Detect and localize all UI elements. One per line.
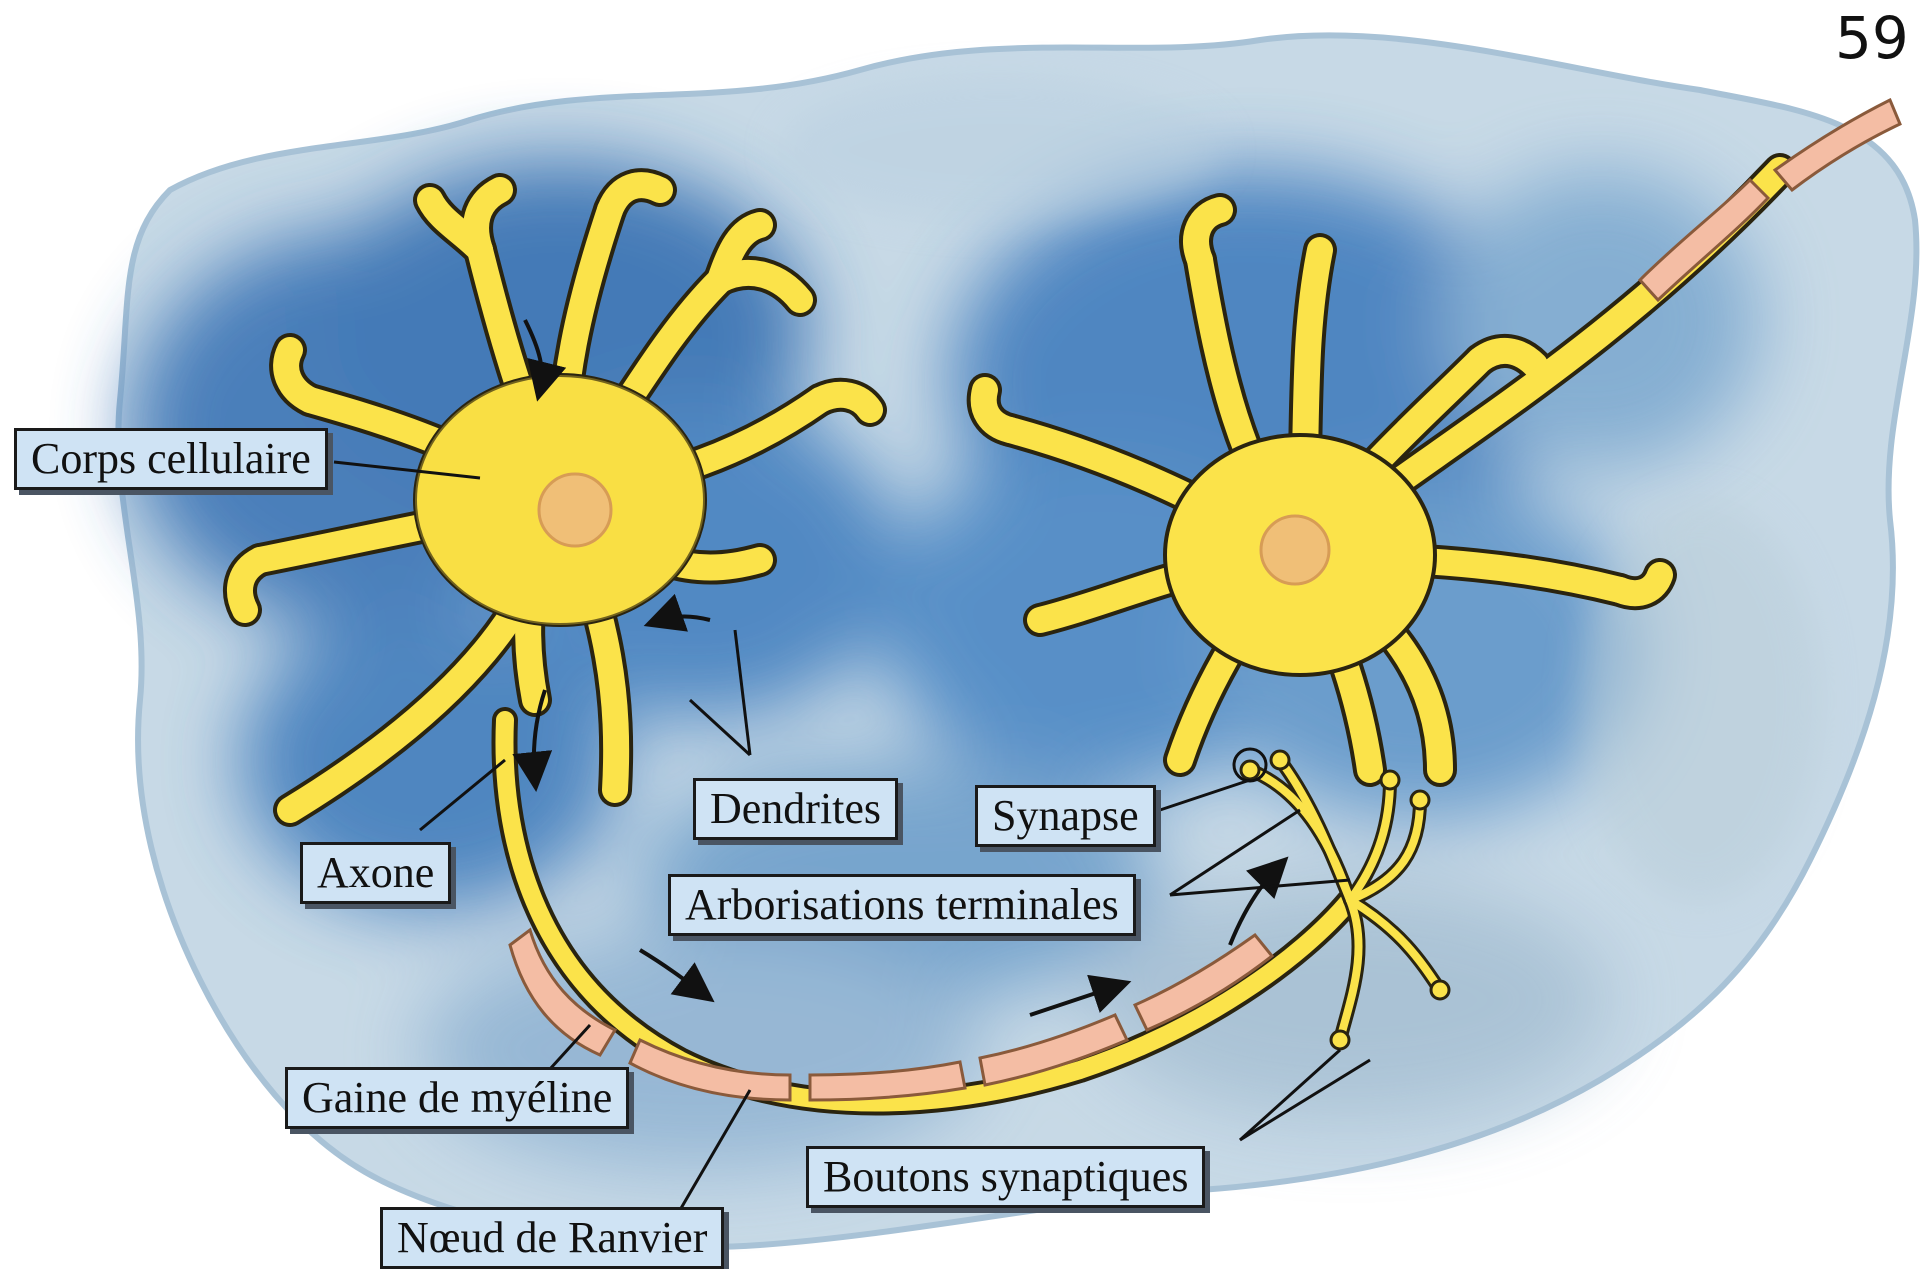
- label-synaptic-buttons: Boutons synaptiques: [806, 1146, 1205, 1208]
- label-cell-body: Corps cellulaire: [14, 428, 328, 490]
- label-synapse: Synapse: [975, 785, 1156, 847]
- label-dendrites: Dendrites: [693, 778, 898, 840]
- nucleus-right: [1261, 516, 1329, 584]
- nucleus-left: [539, 474, 611, 546]
- label-axon: Axone: [300, 842, 451, 904]
- label-terminal-arborizations: Arborisations terminales: [668, 874, 1136, 936]
- label-node-of-ranvier: Nœud de Ranvier: [380, 1207, 724, 1269]
- page-number: 59: [1835, 4, 1909, 72]
- label-myelin-sheath: Gaine de myéline: [285, 1067, 629, 1129]
